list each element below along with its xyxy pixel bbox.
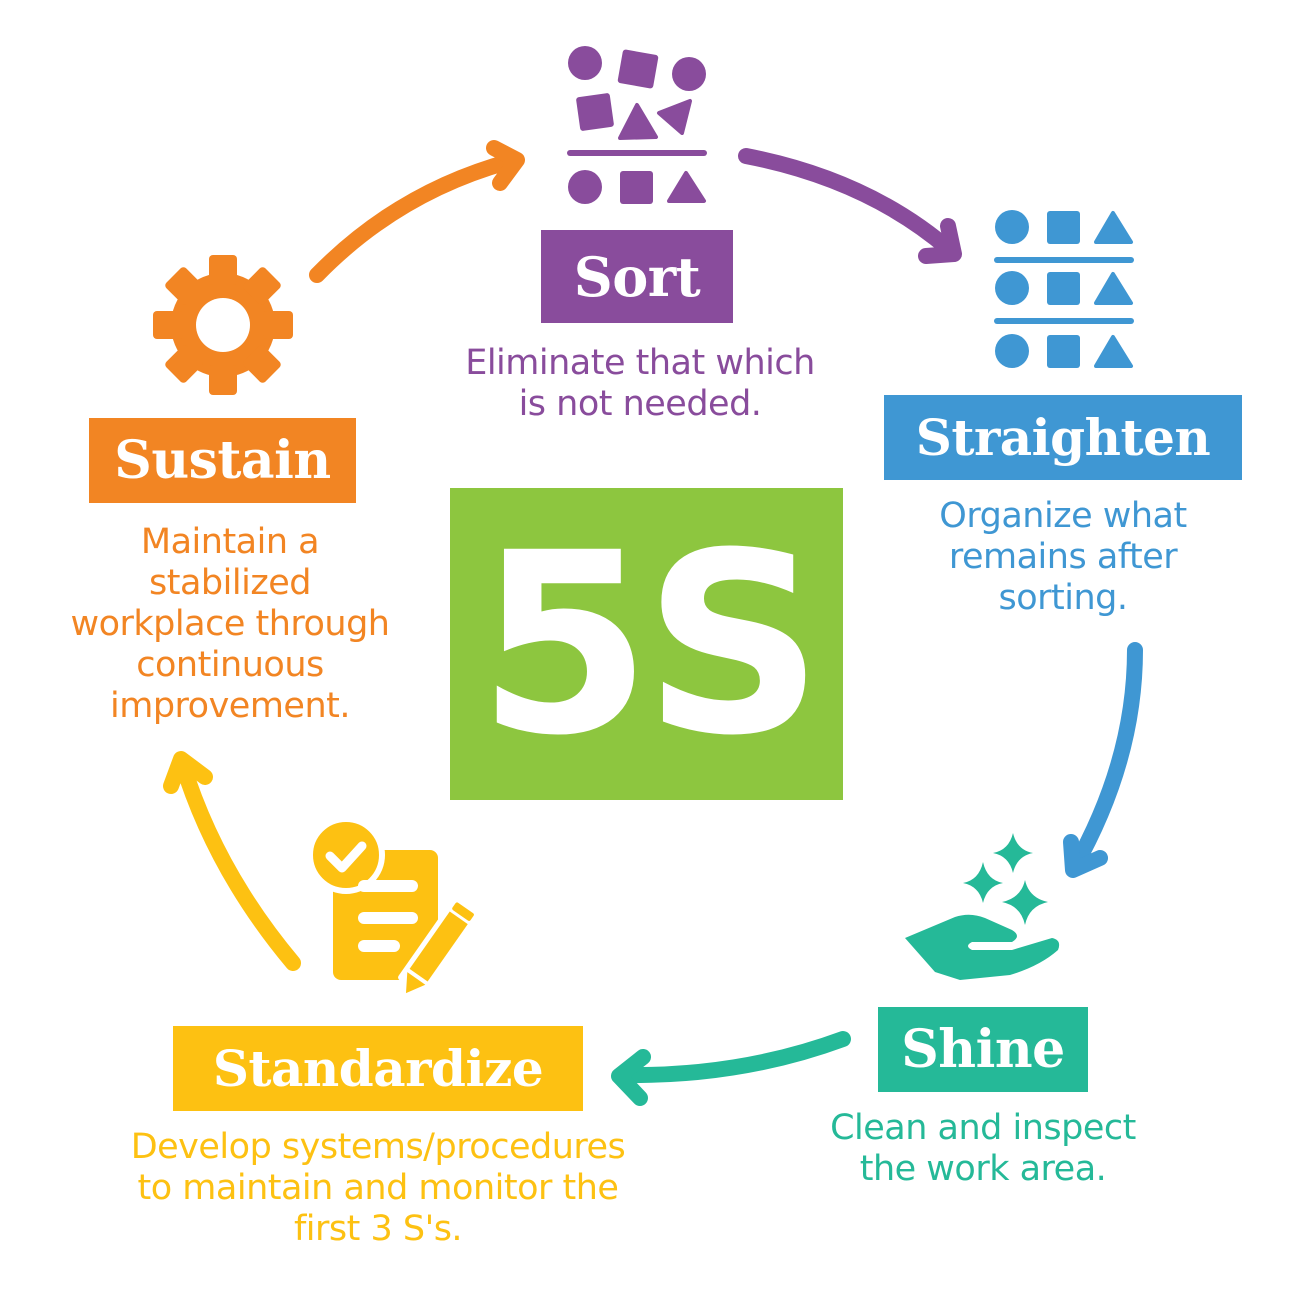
step-description-sort: Eliminate that which is not needed. <box>465 343 815 424</box>
checklist-pencil-icon <box>307 816 480 996</box>
step-description-shine: Clean and inspect the work area. <box>830 1108 1136 1189</box>
hand-sparkles-icon <box>905 833 1060 980</box>
step-description-standardize: Develop systems/procedures to maintain a… <box>130 1127 626 1249</box>
step-title-straighten: Straighten <box>884 395 1242 480</box>
arrow-straighten-to-shine <box>1063 642 1143 878</box>
step-description-straighten: Organize what remains after sorting. <box>939 496 1187 618</box>
step-title-standardize: Standardize <box>173 1026 583 1111</box>
arrow-sustain-to-sort <box>309 140 525 283</box>
center-5s-label: 5S <box>477 498 823 790</box>
step-description-sustain: Maintain a stabilized workplace through … <box>70 522 390 726</box>
step-title-sort: Sort <box>541 230 733 323</box>
sorting-shapes-icon <box>567 46 707 204</box>
arrow-standardize-to-sustain <box>163 751 301 971</box>
gear-icon <box>153 255 293 395</box>
step-title-sustain: Sustain <box>89 418 356 503</box>
organized-shapes-icon <box>994 210 1134 368</box>
arrow-sort-to-straighten <box>738 148 962 264</box>
arrow-shine-to-standardize <box>611 1031 851 1106</box>
center-5s-box: 5S <box>450 488 843 800</box>
step-title-shine: Shine <box>878 1007 1088 1092</box>
